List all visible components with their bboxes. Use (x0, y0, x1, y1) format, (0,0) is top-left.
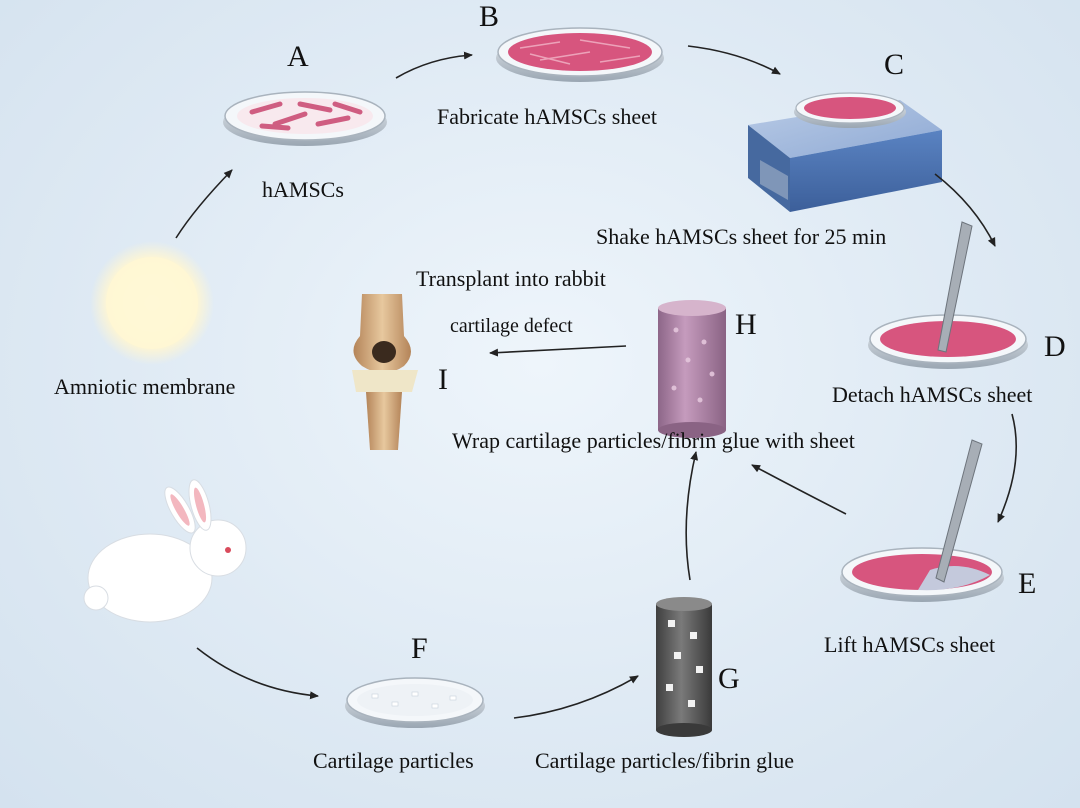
orbital-shaker-c-icon (748, 92, 942, 212)
flow-arrows (175, 45, 1017, 719)
forceps-d-icon (937, 221, 973, 353)
arrow-a-to-b (395, 51, 473, 79)
amniotic-membrane-icon (90, 241, 214, 365)
step-g-caption: Cartilage particles/fibrin glue (535, 748, 795, 773)
arrow-d-to-e (997, 413, 1017, 523)
step-e-caption: Lift hAMSCs sheet (824, 632, 996, 657)
step-a-letter: A (287, 40, 309, 73)
sheet-wrapped-tube-h-icon (658, 300, 726, 438)
petri-dish-f-icon (345, 677, 485, 728)
step-d-letter: D (1044, 330, 1066, 363)
arrow-b-to-c (687, 45, 781, 75)
step-h-letter: H (735, 308, 757, 341)
amniotic-membrane-caption: Amniotic membrane (54, 374, 236, 399)
arrow-e-to-h (751, 464, 847, 515)
rabbit-icon (83, 479, 247, 623)
cartilage-glue-tube-g-icon (656, 597, 712, 737)
arrow-h-to-i (489, 345, 627, 357)
step-h-caption: Wrap cartilage particles/fibrin glue wit… (452, 428, 855, 453)
step-c-letter: C (884, 48, 905, 81)
arrow-f-to-g (513, 675, 639, 719)
step-g-letter: G (718, 662, 740, 695)
petri-dish-b-icon (496, 27, 664, 82)
knee-joint-i-icon (352, 294, 418, 450)
forceps-e-icon (935, 439, 983, 583)
arrow-rabbit-to-f (196, 647, 319, 700)
step-f-caption: Cartilage particles (313, 748, 474, 773)
step-d-caption: Detach hAMSCs sheet (832, 382, 1033, 407)
step-i-letter: I (438, 363, 448, 396)
petri-dish-e-icon (840, 547, 1004, 602)
petri-dish-a-icon (223, 91, 387, 146)
step-f-letter: F (411, 632, 428, 665)
step-b-letter: B (479, 0, 500, 33)
arrow-c-to-d (934, 173, 996, 247)
step-b-caption: Fabricate hAMSCs sheet (437, 104, 657, 129)
step-a-caption: hAMSCs (262, 177, 344, 202)
arrow-membrane-to-a (175, 169, 233, 239)
step-c-caption: Shake hAMSCs sheet for 25 min (596, 224, 887, 249)
step-e-letter: E (1018, 567, 1037, 600)
step-i-caption-line2: cartilage defect (450, 315, 573, 337)
step-i-caption-line1: Transplant into rabbit (416, 266, 606, 291)
arrow-g-to-h (685, 451, 699, 581)
